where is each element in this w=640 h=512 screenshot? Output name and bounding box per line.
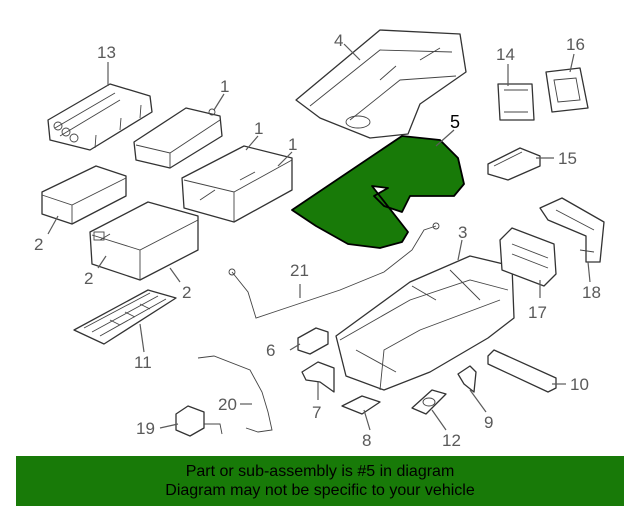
callout-7: 7 [312, 403, 321, 422]
part-14-control-module [497, 83, 535, 121]
callout-3: 3 [458, 223, 467, 242]
callout-1b: 1 [254, 119, 263, 138]
callout-15: 15 [558, 149, 577, 168]
part-17-charger-module [499, 227, 557, 287]
callout-11: 11 [134, 353, 152, 372]
callout-13: 13 [97, 43, 116, 62]
callout-1a: 1 [220, 77, 229, 96]
callout-18: 18 [582, 283, 601, 302]
callout-20: 20 [218, 395, 237, 414]
part-5-cover-plate-highlighted [291, 135, 465, 249]
part-2-battery-module-a [41, 165, 127, 225]
part-8-plate [341, 395, 381, 415]
callout-2b: 2 [84, 269, 93, 288]
info-banner: Part or sub-assembly is #5 in diagram Di… [16, 456, 624, 506]
callout-4: 4 [334, 31, 343, 50]
parts-diagram: 13 1 1 1 2 2 2 11 4 5 3 14 16 15 17 18 1… [34, 29, 605, 450]
part-18-frame-bracket [539, 197, 605, 263]
banner-line-disclaimer: Diagram may not be specific to your vehi… [165, 482, 475, 499]
callout-8: 8 [362, 431, 371, 450]
callout-1c: 1 [288, 135, 297, 154]
callout-14: 14 [496, 45, 515, 64]
part-16-bracket [545, 67, 589, 113]
part-20-cable [197, 355, 273, 433]
callout-10: 10 [570, 375, 589, 394]
callout-2c: 2 [182, 283, 191, 302]
part-21-wire-harness [228, 222, 440, 319]
callout-21: 21 [290, 261, 309, 280]
banner-line-part-number: Part or sub-assembly is #5 in diagram [185, 463, 455, 480]
part-9-sensor [457, 365, 477, 393]
callout-2a: 2 [34, 235, 43, 254]
part-19-connector [175, 405, 223, 437]
callout-19: 19 [136, 419, 155, 438]
part-12-gasket [411, 389, 447, 415]
part-15-relay [487, 147, 541, 181]
part-2-battery-module-b [89, 201, 199, 281]
part-3-battery-case [335, 255, 515, 391]
callout-9: 9 [484, 413, 493, 432]
part-4-case-cover [295, 29, 467, 139]
callout-16: 16 [566, 35, 585, 54]
callout-5-highlighted: 5 [450, 112, 460, 132]
part-1-battery-module-b [181, 145, 293, 223]
part-7-bracket [301, 361, 335, 393]
callout-6: 6 [266, 341, 275, 360]
part-1-battery-module-a [133, 107, 223, 169]
part-11-module-tray [73, 289, 177, 345]
callout-12: 12 [442, 431, 461, 450]
callout-17: 17 [528, 303, 547, 322]
part-13-junction-block [47, 83, 153, 151]
leader-lines [47, 43, 591, 431]
part-10-rail [487, 349, 557, 393]
part-6-clip [297, 327, 329, 355]
